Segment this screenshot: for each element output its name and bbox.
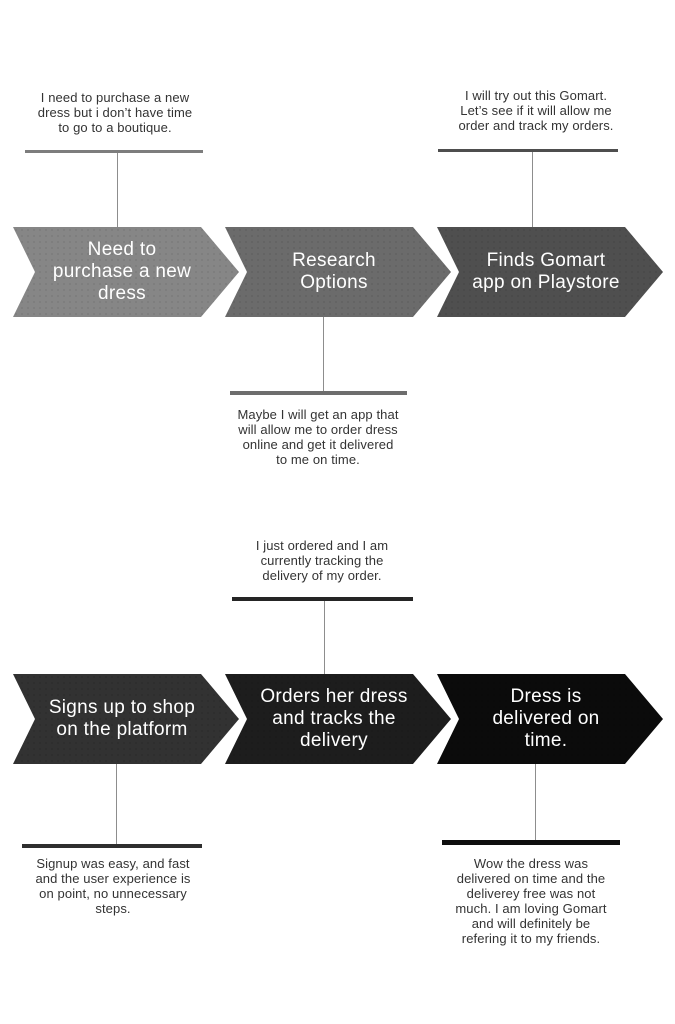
note-divider-5 [22, 844, 202, 848]
stage-chevron-research-options: Research Options [225, 227, 451, 317]
stage-chevron-orders-dress: Orders her dress and tracks the delivery [225, 674, 451, 764]
note-divider-3 [230, 391, 407, 395]
stage-label: Orders her dress and tracks the delivery [260, 686, 408, 751]
stage-chevron-dress-delivered: Dress is delivered on time. [437, 674, 663, 764]
connector-line-4 [324, 601, 325, 674]
stage-chevron-finds-gomart: Finds Gomart app on Playstore [437, 227, 663, 317]
connector-line-5 [116, 764, 117, 844]
stage-chevron-need-dress: Need to purchase a new dress [13, 227, 239, 317]
note-need-dress: I need to purchase a new dress but i don… [37, 90, 193, 135]
note-try-gomart: I will try out this Gomart. Let’s see if… [458, 88, 614, 133]
stage-chevron-signs-up: Signs up to shop on the platform [13, 674, 239, 764]
note-maybe-app: Maybe I will get an app that will allow … [237, 407, 399, 467]
stage-label: Research Options [292, 250, 376, 293]
stage-label: Finds Gomart app on Playstore [472, 250, 620, 293]
stage-label: Need to purchase a new dress [52, 239, 192, 304]
note-just-ordered: I just ordered and I am currently tracki… [255, 538, 389, 583]
connector-line-6 [535, 764, 536, 840]
note-divider-4 [232, 597, 413, 601]
connector-line-2 [532, 152, 533, 227]
connector-line-1 [117, 153, 118, 227]
stage-label: Signs up to shop on the platform [48, 697, 196, 740]
note-divider-6 [442, 840, 620, 845]
note-divider-1 [25, 150, 203, 153]
note-divider-2 [438, 149, 618, 152]
note-signup-easy: Signup was easy, and fast and the user e… [35, 856, 191, 916]
note-dress-delivered: Wow the dress was delivered on time and … [455, 856, 607, 946]
connector-line-3 [323, 317, 324, 391]
stage-label: Dress is delivered on time. [492, 686, 600, 751]
